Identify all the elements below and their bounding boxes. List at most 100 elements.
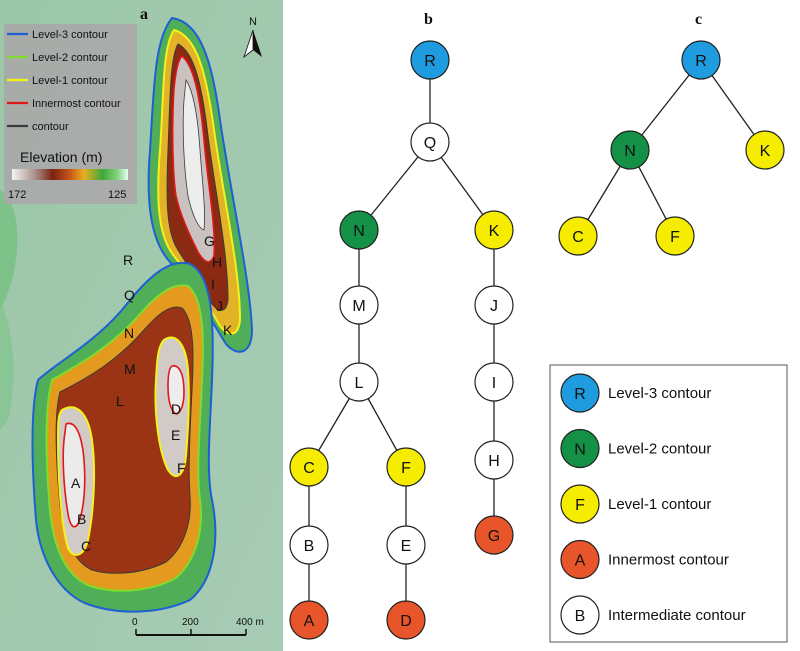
tree-b-node-circle-B — [289, 525, 329, 565]
map-label-F: F — [177, 460, 186, 476]
tree-b-node-label-R: R — [424, 53, 436, 70]
scale-bar: 0 200 400 m — [132, 617, 264, 636]
tree-c-node-label-K: K — [760, 143, 771, 160]
tree-b-node-circle-Q — [410, 122, 450, 162]
legend-symbol-level1 — [560, 484, 600, 524]
tree-b-node-label-L: L — [355, 375, 364, 392]
map-label-J: J — [216, 298, 223, 314]
map-label-M: M — [124, 361, 136, 377]
tree-c-node-F: F — [655, 216, 695, 256]
tree-b-node-label-D: D — [400, 613, 412, 630]
tree-b-node-G: G — [474, 515, 514, 555]
tree-b-node-label-I: I — [492, 375, 496, 392]
tree-c-node-circle-N — [610, 130, 650, 170]
legend-label-level1: Level-1 contour — [608, 496, 711, 513]
legend-label-innermost: Innermost contour — [608, 552, 729, 569]
tree-b-node-label-K: K — [489, 223, 500, 240]
tree-b-node-circle-I — [474, 362, 514, 402]
tree-b-node-label-A: A — [304, 613, 315, 630]
tree-b-node-label-C: C — [303, 460, 315, 477]
legend-symbol-letter-intermediate: B — [575, 608, 586, 625]
legend-symbol-intermediate — [560, 595, 600, 635]
map-legend-label-1: Level-2 contour — [32, 52, 108, 64]
map-label-N: N — [124, 325, 134, 341]
tree-b-node-circle-D — [386, 600, 426, 640]
map-legend-label-4: contour — [32, 121, 69, 133]
tree-b-node-label-M: M — [352, 298, 365, 315]
tree-b-node-circle-G — [474, 515, 514, 555]
tree-c-node-N: N — [610, 130, 650, 170]
map-label-D: D — [171, 401, 181, 417]
panel-label-a: a — [140, 6, 148, 23]
map-label-A: A — [71, 475, 81, 491]
legend-label-intermediate: Intermediate contour — [608, 607, 746, 624]
map-label-E: E — [171, 427, 180, 443]
tree-b-node-label-J: J — [490, 298, 498, 315]
tree-b-node-B: B — [289, 525, 329, 565]
panel-label-c: c — [695, 11, 702, 28]
map-label-G: G — [204, 233, 215, 249]
elevation-max-label: 125 — [108, 189, 126, 201]
tree-b-node-K: K — [474, 210, 514, 250]
map-label-H: H — [212, 254, 222, 270]
tree-c-node-C: C — [558, 216, 598, 256]
legend-item-intermediate: B Intermediate contour — [560, 595, 746, 635]
elevation-min-label: 172 — [8, 189, 26, 201]
tree-b-node-L: L — [339, 362, 379, 402]
north-label: N — [249, 16, 257, 28]
tree-c-node-label-R: R — [695, 53, 707, 70]
tree-b-node-label-H: H — [488, 453, 500, 470]
tree-b-node-N: N — [339, 210, 379, 250]
tree-b-node-J: J — [474, 285, 514, 325]
map-label-R: R — [123, 252, 133, 268]
tree-c-node-R: R — [681, 40, 721, 80]
tree-b-node-circle-N — [339, 210, 379, 250]
tree-b-node-R: R — [410, 40, 450, 80]
map-legend-label-2: Level-1 contour — [32, 75, 108, 87]
tree-c-node-label-C: C — [572, 229, 584, 246]
legend-item-level3: R Level-3 contour — [560, 373, 711, 413]
elevation-title: Elevation (m) — [20, 149, 102, 165]
tree-b-node-label-F: F — [401, 460, 411, 477]
map-label-B: B — [77, 511, 86, 527]
tree-b-node-E: E — [386, 525, 426, 565]
tree-b-node-F: F — [386, 447, 426, 487]
tree-c-node-circle-C — [558, 216, 598, 256]
tree-c: R N K C F — [558, 40, 785, 256]
legend-label-level3: Level-3 contour — [608, 385, 711, 402]
tree-b-node-circle-C — [289, 447, 329, 487]
map-label-I: I — [211, 276, 215, 292]
tree-b-node-circle-A — [289, 600, 329, 640]
map-label-C: C — [81, 538, 91, 554]
right-subpeak-innermost — [167, 365, 185, 415]
tree-b-node-circle-K — [474, 210, 514, 250]
legend-item-level2: N Level-2 contour — [560, 428, 711, 469]
scale-tick-400: 400 m — [236, 617, 264, 628]
map-terrain-left — [0, 190, 18, 310]
tree-b-node-C: C — [289, 447, 329, 487]
panel-label-b: b — [424, 11, 433, 28]
legend-symbol-level2 — [560, 428, 600, 469]
tree-b-node-circle-R — [410, 40, 450, 80]
legend-label-level2: Level-2 contour — [608, 441, 711, 458]
legend-symbol-innermost — [560, 539, 600, 580]
map-legend-label-3: Innermost contour — [32, 98, 121, 110]
left-subpeak-innermost — [62, 422, 86, 528]
map-label-Q: Q — [124, 287, 135, 303]
tree-b-node-label-N: N — [353, 223, 365, 240]
tree-c-node-circle-K — [745, 130, 785, 170]
legend-symbol-letter-level3: R — [574, 386, 586, 403]
scale-tick-0: 0 — [132, 617, 138, 628]
tree-b-node-circle-M — [339, 285, 379, 325]
tree-b-node-A: A — [289, 600, 329, 640]
legend-symbol-level3 — [560, 373, 600, 413]
legend-symbol-letter-level2: N — [574, 442, 586, 459]
